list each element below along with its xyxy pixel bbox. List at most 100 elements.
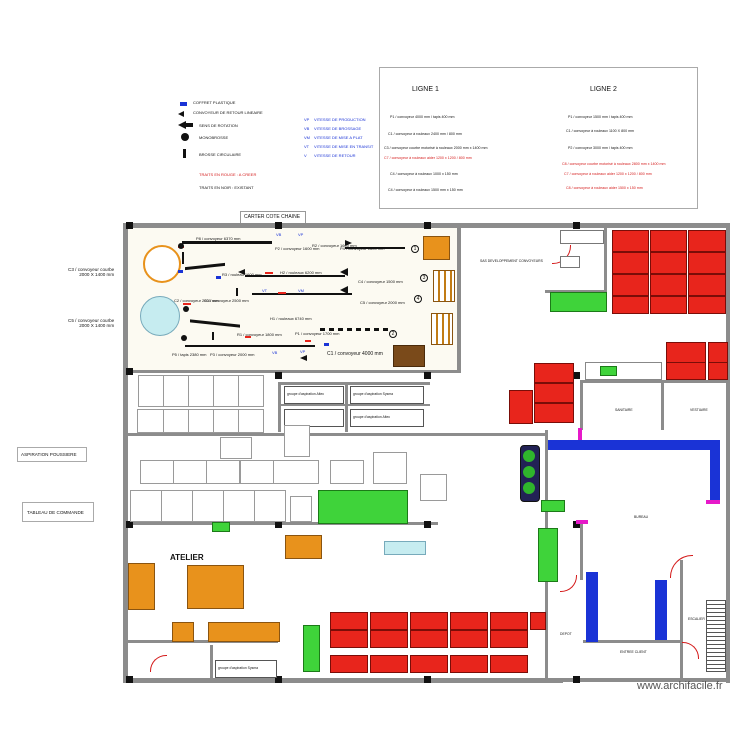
cabinet xyxy=(284,425,310,457)
conveyor-label: P3 / convoyeur 2000 mm xyxy=(210,352,255,357)
inner-wall xyxy=(583,640,683,643)
red-rack xyxy=(688,274,726,296)
lines-box: LIGNE 1 LIGNE 2 P1 / convoyeur 4000 mm /… xyxy=(379,67,698,209)
coffret-marker xyxy=(216,276,221,279)
red-rack xyxy=(666,362,706,380)
red-rack xyxy=(330,655,368,673)
legend-item: MONOBROSSE xyxy=(199,135,229,140)
flow-arrow-icon xyxy=(340,286,348,294)
brosse-icon xyxy=(212,332,214,340)
red-rack xyxy=(708,362,728,380)
conveyor-label: R1 / convoyeur 1800 mm xyxy=(237,332,282,337)
line-number: 4 xyxy=(414,295,422,303)
cabinet xyxy=(240,460,274,484)
red-rack xyxy=(330,630,368,648)
toilet-room xyxy=(585,362,662,380)
red-rack xyxy=(330,612,368,630)
red-rack xyxy=(650,274,687,296)
column-post xyxy=(275,521,282,528)
legend-item: COFFRET PLASTIQUE xyxy=(193,100,236,105)
conveyor-label: C1 / convoyeur 2500 mm xyxy=(204,298,249,303)
column-post xyxy=(126,521,133,528)
red-rack xyxy=(534,383,574,403)
outer-wall-right xyxy=(726,223,730,683)
monobrosse-icon xyxy=(183,306,189,312)
magenta-door xyxy=(578,428,582,440)
inner-wall xyxy=(345,382,348,432)
speed-tag: VP xyxy=(300,349,306,354)
monobrosse-icon xyxy=(181,133,189,141)
new-segment xyxy=(245,336,251,338)
red-rack xyxy=(450,630,488,648)
aspiration-label: ASPIRATION POUSSIERE xyxy=(21,452,77,457)
ligne2-item: P1 / convoyeur 1500 mm / tapis 400 mm xyxy=(568,115,633,119)
column-post xyxy=(573,676,580,683)
room-label: BUREAU xyxy=(634,515,649,519)
cabinet xyxy=(420,474,447,501)
prod-wall-right xyxy=(457,228,461,373)
legend-item: TRAITS EN NOIR : EXISTANT xyxy=(199,185,254,190)
machine-wheel-icon xyxy=(523,482,535,494)
flow-arrow-icon xyxy=(340,268,348,276)
conveyor-label: C2 / convoyeur 2500 mm xyxy=(174,298,219,303)
machine xyxy=(520,445,540,502)
red-rack xyxy=(490,612,528,630)
aspiration-unit: groupe d'aspiration Altec xyxy=(350,409,424,427)
column-post xyxy=(275,222,282,229)
monobrosse-icon xyxy=(181,335,187,341)
legend-item: CONVOYEUR DE RETOUR LINEAIRE xyxy=(193,110,263,115)
red-rack xyxy=(370,630,408,648)
ligne2-item: C1 / convoyeur à rouleaux 1100 X 800 mm xyxy=(566,129,635,133)
legend-code: V xyxy=(304,153,307,158)
cabinet xyxy=(140,460,174,484)
flow-arrow-icon xyxy=(345,240,352,246)
outer-wall-bottom-right xyxy=(563,678,730,682)
legend-label: VITESSE DE RETOUR xyxy=(314,153,356,158)
legend-code: VM xyxy=(304,135,310,140)
cabinet xyxy=(220,437,252,459)
inner-wall xyxy=(278,382,281,432)
red-rack xyxy=(534,363,574,383)
inner-wall xyxy=(680,560,683,680)
ligne2-item: C8 / convoyeur courbe motorisé à rouleau… xyxy=(562,162,666,166)
column-post xyxy=(126,676,133,683)
inner-wall xyxy=(604,228,607,292)
line-number: 1 xyxy=(411,245,419,253)
column-post xyxy=(424,676,431,683)
bureau-wall xyxy=(548,440,720,450)
room-label: SANITAIRE xyxy=(615,408,633,412)
outer-wall-bottom xyxy=(123,678,563,683)
aspiration-unit: groupe d'aspiration Altec xyxy=(284,386,344,404)
line-number: 3 xyxy=(420,274,428,282)
machine-block xyxy=(423,236,450,260)
cabinet xyxy=(192,490,224,522)
red-rack xyxy=(410,655,448,673)
legend-left: COFFRET PLASTIQUE CONVOYEUR DE RETOUR LI… xyxy=(175,97,285,190)
aspiration-label: groupe d'aspiration Sysma xyxy=(218,666,259,670)
new-segment xyxy=(278,292,286,294)
red-rack xyxy=(450,612,488,630)
ligne2-item: P2 / convoyeur 3000 mm / tapis 400 mm xyxy=(568,146,633,150)
c5-curve-conveyor xyxy=(140,296,180,336)
aspiration-unit: groupe d'aspiration Sysma xyxy=(350,386,424,404)
speed-tag: VB xyxy=(272,350,278,355)
stairs xyxy=(706,600,726,672)
aspiration-box: ASPIRATION POUSSIERE xyxy=(17,447,87,462)
cabinet xyxy=(213,409,239,433)
carter-label: CARTER COTE CHAINE xyxy=(244,214,301,220)
cabinet xyxy=(137,409,164,433)
brosse-icon xyxy=(183,149,186,158)
door-arc xyxy=(682,642,699,659)
c5-side-label: C5 / convoyeur courbe 2000 X 1400 mm xyxy=(68,318,115,328)
cabinet xyxy=(223,490,255,522)
cabinet xyxy=(238,409,264,433)
room-label: SAS DEVELOPPEMENT CONVOYEURS xyxy=(480,259,543,263)
legend-mid: VP VITESSE DE PRODUCTION VB VITESSE DE B… xyxy=(300,115,380,160)
cabinet xyxy=(330,460,364,484)
ligne1-title: LIGNE 1 xyxy=(412,86,439,93)
red-rack xyxy=(688,230,726,252)
new-segment xyxy=(183,303,191,305)
door-arc xyxy=(150,655,167,672)
cabinet xyxy=(138,375,164,407)
